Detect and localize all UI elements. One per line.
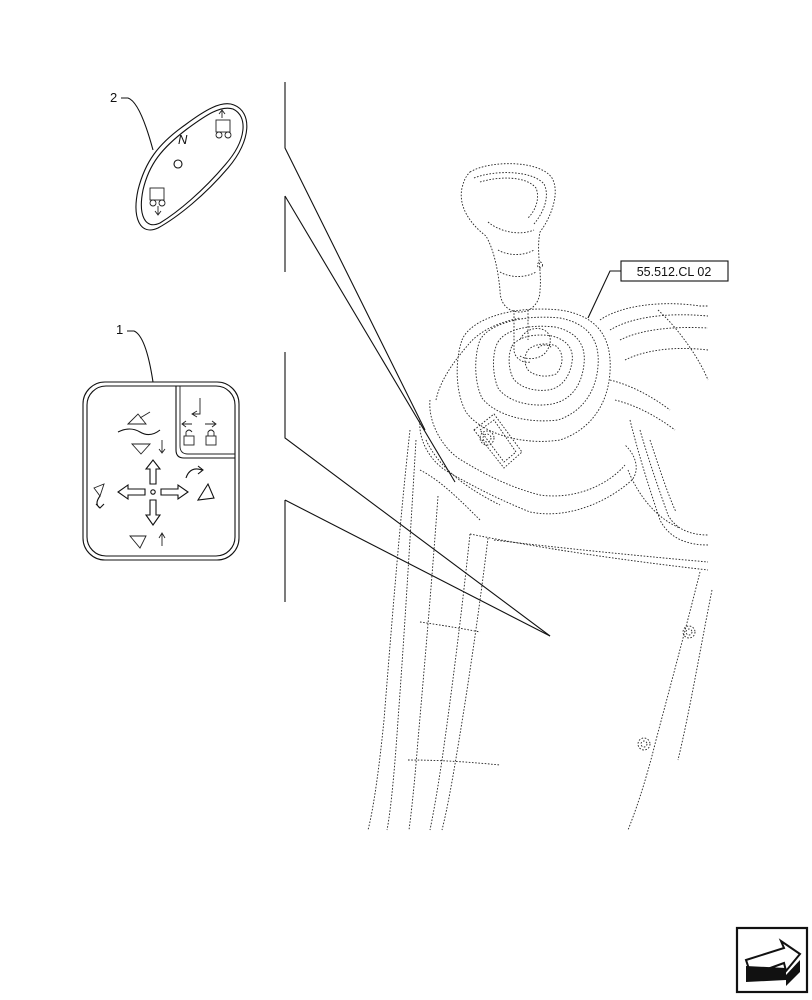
- decal-1-joystick-pattern: [82, 381, 240, 561]
- decal-2-tractor-forward-icon: [215, 109, 232, 139]
- unlock-icon: [183, 429, 195, 446]
- decal-2-gear-selector: N: [135, 103, 248, 231]
- reference-label: 55.512.CL 02: [637, 265, 712, 279]
- next-page-arrow-icon[interactable]: [735, 926, 809, 994]
- callout-number-1: 1: [116, 322, 123, 337]
- decal-2-neutral-letter: N: [178, 132, 188, 147]
- callout-number-2: 2: [110, 90, 117, 105]
- reference-callout: 55.512.CL 02: [587, 260, 729, 319]
- arrow-down-icon: [144, 499, 162, 526]
- reference-leader: [587, 270, 621, 319]
- arrow-up-icon: [144, 459, 162, 485]
- arrow-right-icon: [160, 483, 189, 501]
- console-illustration: [367, 163, 713, 831]
- lock-icon: [205, 429, 217, 446]
- callout-leader-1: [127, 330, 154, 383]
- arrow-left-icon: [117, 483, 146, 501]
- leader-lines: [284, 82, 551, 637]
- callout-leader-2: [121, 97, 154, 151]
- decal-2-tractor-reverse-icon: [149, 187, 166, 216]
